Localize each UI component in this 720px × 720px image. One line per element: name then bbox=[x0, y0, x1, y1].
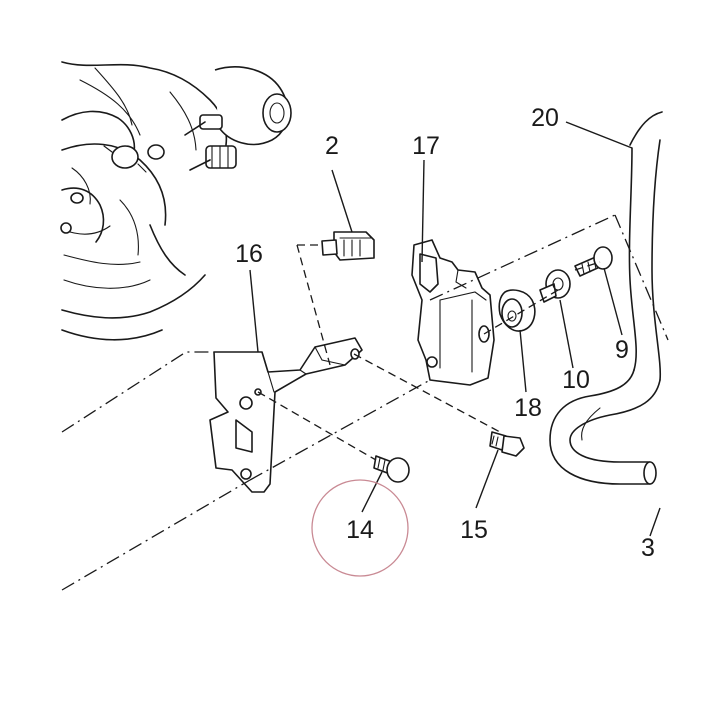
part-2-connector bbox=[321, 231, 375, 261]
callout-20: 20 bbox=[531, 104, 559, 132]
callout-3: 3 bbox=[641, 534, 655, 562]
callout-2: 2 bbox=[325, 132, 339, 160]
part-9-screw bbox=[574, 246, 613, 277]
assembly-guide-lines bbox=[61, 214, 669, 591]
callout-9: 9 bbox=[615, 336, 629, 364]
part-15-bolt bbox=[489, 431, 525, 457]
callout-14: 14 bbox=[346, 516, 374, 544]
callout-17: 17 bbox=[412, 132, 440, 160]
part-14-pin bbox=[373, 455, 410, 483]
callout-10: 10 bbox=[562, 366, 590, 394]
callout-15: 15 bbox=[460, 516, 488, 544]
callout-14-highlight-circle bbox=[311, 479, 409, 577]
callout-labels: 2 17 20 16 9 10 18 14 15 3 bbox=[235, 104, 655, 562]
part-20-hose bbox=[549, 111, 663, 485]
callout-18: 18 bbox=[514, 394, 542, 422]
callout-16: 16 bbox=[235, 240, 263, 268]
part-18-grommet bbox=[498, 289, 536, 332]
engine-housing-drawing bbox=[60, 61, 292, 341]
part-17-lever-plate bbox=[411, 239, 495, 386]
part-10-washer bbox=[539, 269, 571, 303]
part-16-bracket bbox=[209, 337, 363, 493]
leader-lines bbox=[249, 121, 661, 537]
